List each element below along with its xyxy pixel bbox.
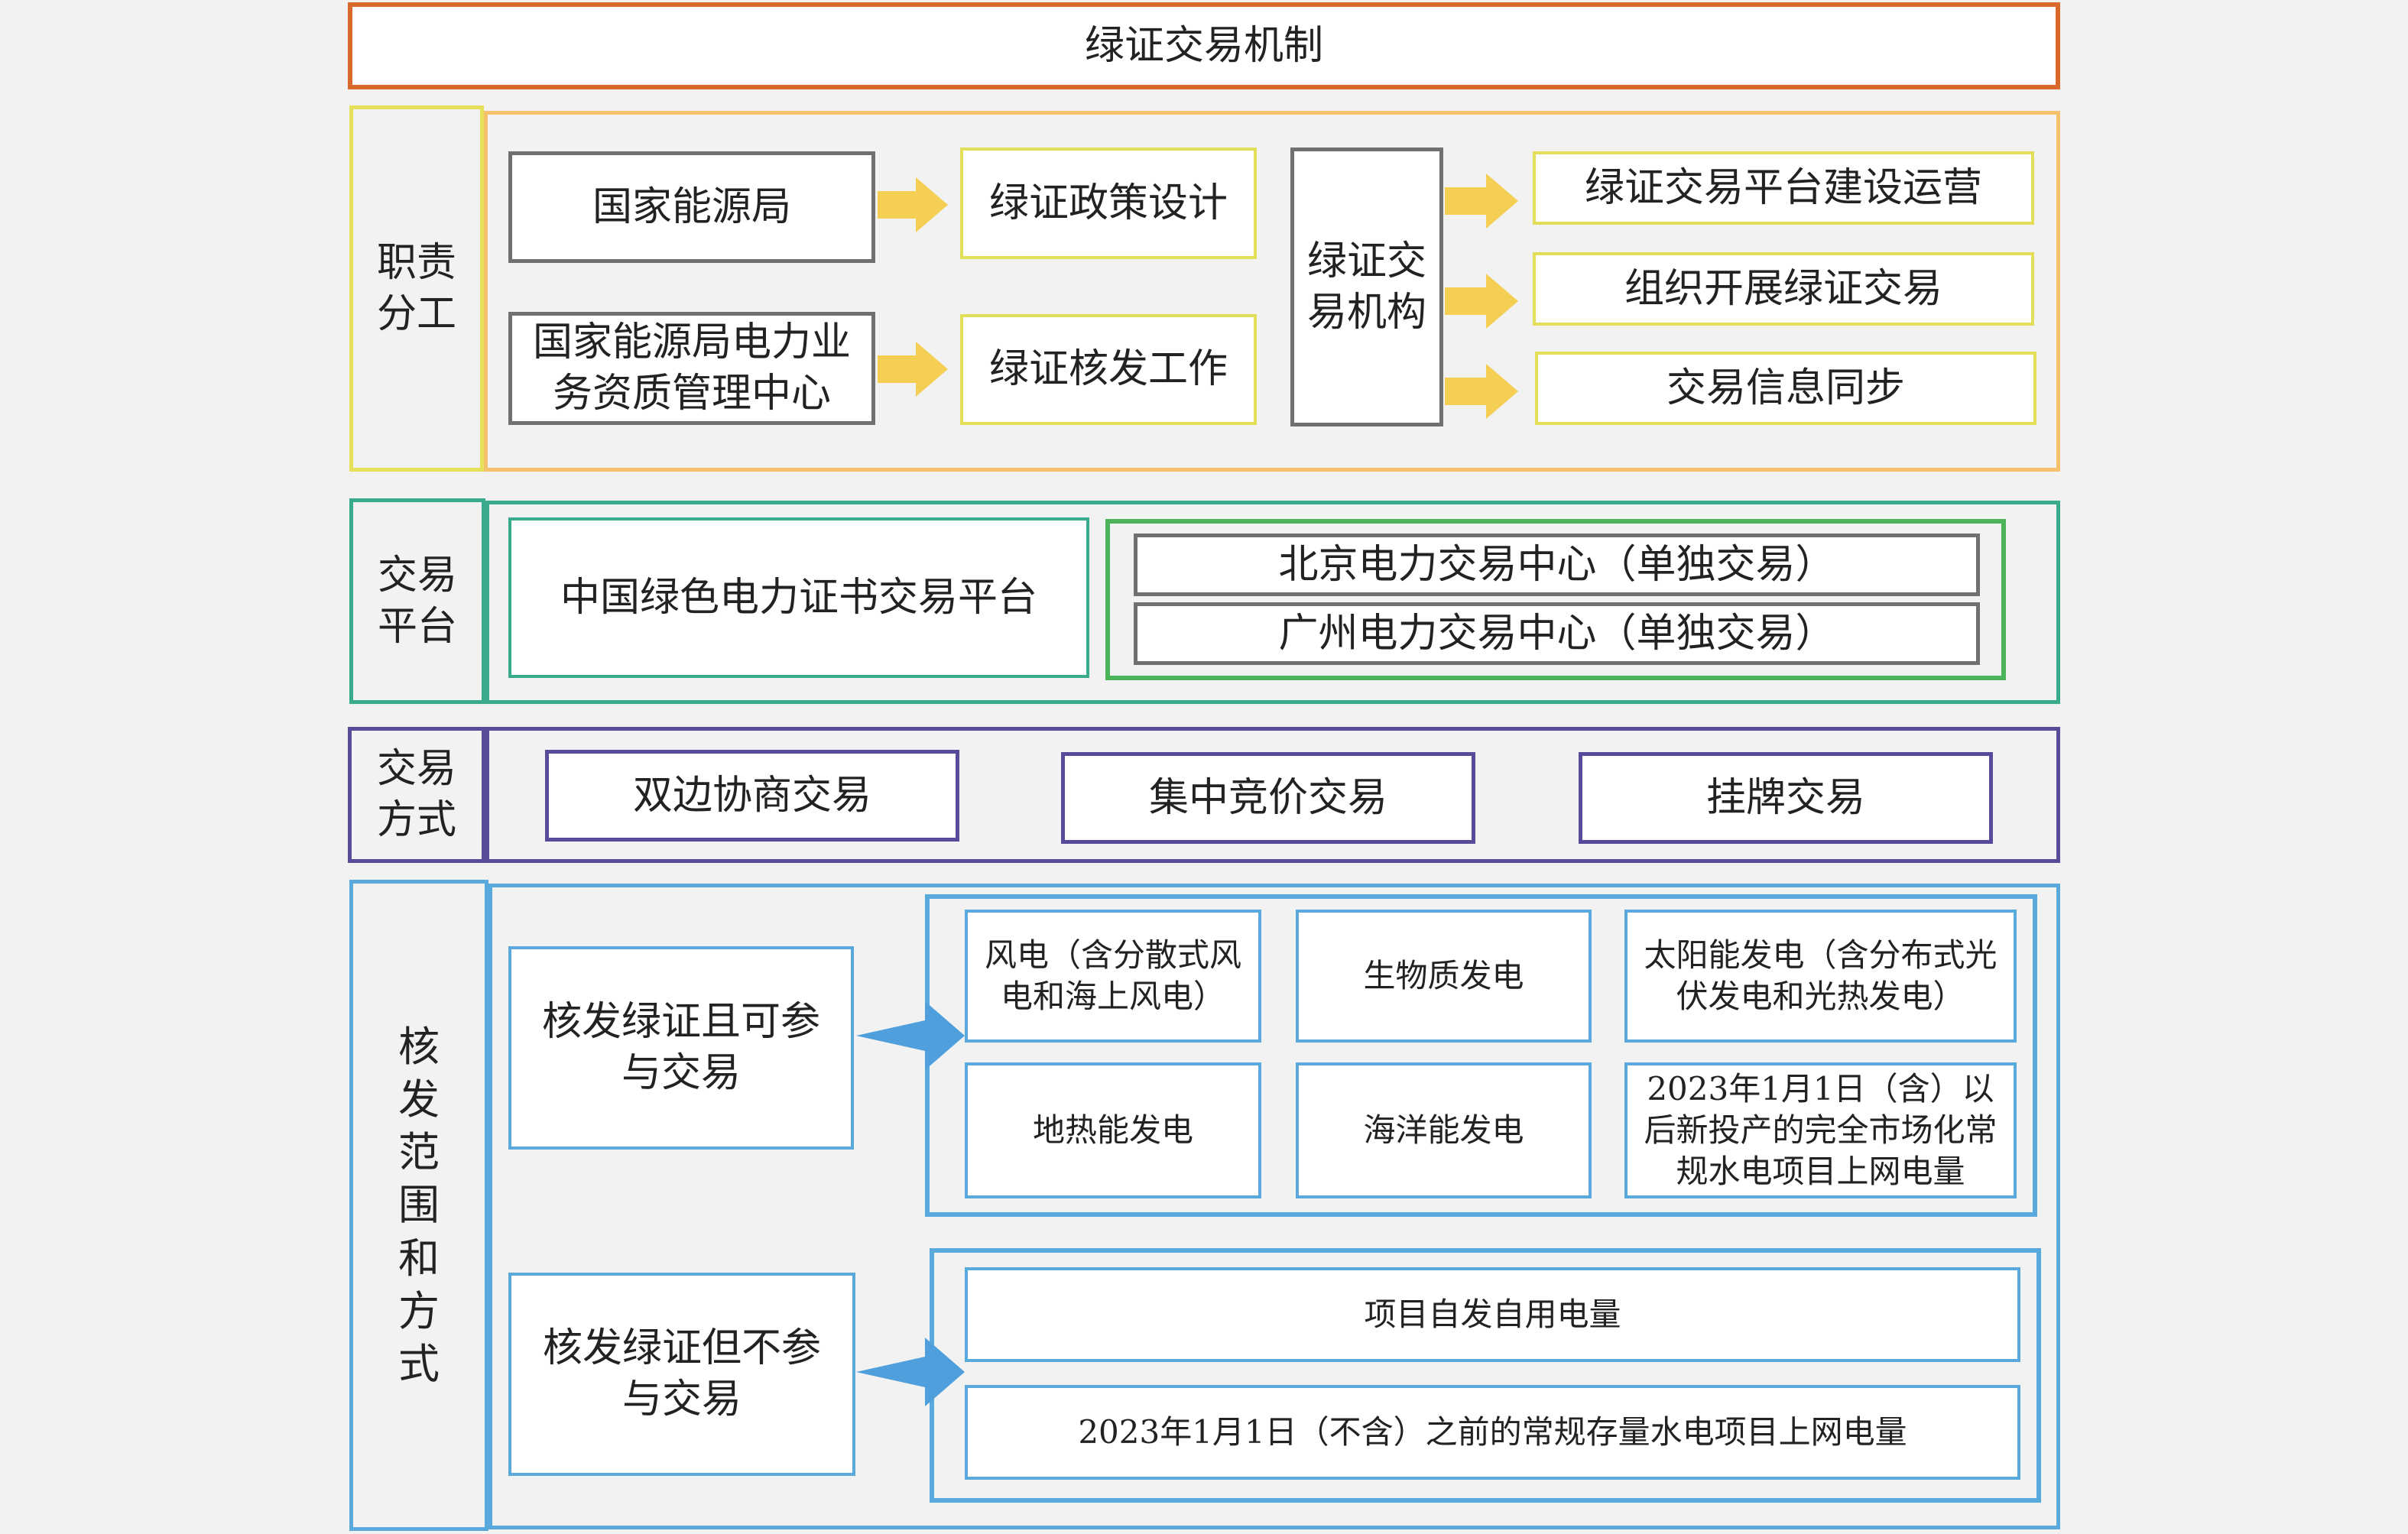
platform-centers-frame bbox=[1105, 519, 2006, 680]
arrow-right-icon bbox=[878, 177, 948, 232]
row-label-method: 交易方式 bbox=[348, 727, 485, 863]
title-text: 绿证交易机制 bbox=[1084, 22, 1323, 69]
duties-frame bbox=[484, 111, 2060, 472]
source-old-hydro: 2023年1月1日（不含）之前的常规存量水电项目上网电量 bbox=[965, 1385, 2020, 1480]
platform-frame bbox=[485, 501, 2060, 704]
arrow-right-icon bbox=[856, 1338, 965, 1406]
org-qualification-center: 国家能源局电力业务资质管理中心 bbox=[508, 312, 875, 425]
task-policy-design: 绿证政策设计 bbox=[960, 148, 1257, 259]
task-platform-operation: 绿证交易平台建设运营 bbox=[1533, 151, 2034, 225]
row-label-platform: 交易平台 bbox=[349, 498, 485, 704]
diagram-title: 绿证交易机制 bbox=[348, 2, 2060, 89]
source-geothermal: 地热能发电 bbox=[965, 1062, 1261, 1198]
center-beijing: 北京电力交易中心（单独交易） bbox=[1134, 533, 1980, 596]
row-label-scope: 核发范围和方式 bbox=[349, 880, 488, 1531]
arrow-right-icon bbox=[1445, 364, 1518, 419]
method-frame bbox=[485, 727, 2060, 863]
source-self-use: 项目自发自用电量 bbox=[965, 1267, 2020, 1362]
source-biomass: 生物质发电 bbox=[1296, 910, 1592, 1043]
task-issuance: 绿证核发工作 bbox=[960, 314, 1257, 425]
source-wind: 风电（含分散式风电和海上风电） bbox=[965, 910, 1261, 1043]
task-organize-trading: 组织开展绿证交易 bbox=[1533, 252, 2034, 326]
center-guangzhou: 广州电力交易中心（单独交易） bbox=[1134, 602, 1980, 665]
method-auction: 集中竞价交易 bbox=[1061, 752, 1475, 844]
row-label-duties: 职责分工 bbox=[349, 105, 484, 472]
method-bilateral: 双边协商交易 bbox=[545, 750, 959, 842]
platform-main: 中国绿色电力证书交易平台 bbox=[508, 517, 1089, 678]
method-listing: 挂牌交易 bbox=[1579, 752, 1993, 844]
org-nea: 国家能源局 bbox=[508, 151, 875, 263]
arrow-right-icon bbox=[1445, 174, 1518, 229]
source-ocean: 海洋能发电 bbox=[1296, 1062, 1592, 1198]
arrow-right-icon bbox=[856, 1001, 965, 1070]
source-new-hydro: 2023年1月1日（含）以后新投产的完全市场化常规水电项目上网电量 bbox=[1624, 1062, 2017, 1198]
scope-tradable-label: 核发绿证且可参与交易 bbox=[508, 946, 854, 1150]
arrow-right-icon bbox=[878, 342, 948, 397]
org-trading-institution: 绿证交易机构 bbox=[1290, 148, 1443, 426]
task-info-sync: 交易信息同步 bbox=[1535, 352, 2036, 425]
source-solar: 太阳能发电（含分布式光伏发电和光热发电） bbox=[1624, 910, 2017, 1043]
scope-frame bbox=[488, 884, 2060, 1529]
scope-nontradable-label: 核发绿证但不参与交易 bbox=[508, 1273, 855, 1476]
arrow-right-icon bbox=[1445, 274, 1518, 329]
